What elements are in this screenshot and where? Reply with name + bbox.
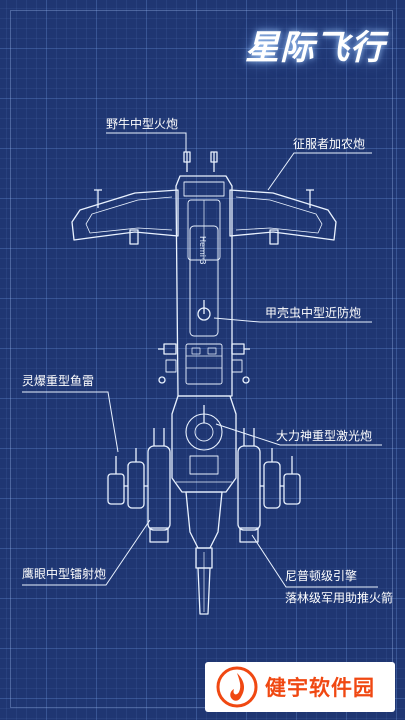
left-wing [71, 189, 179, 241]
blueprint-frame [10, 10, 393, 708]
lower-body [171, 395, 237, 493]
engine-pod-left [107, 428, 171, 543]
label-neptune-engine: 尼普顿级引擎 [285, 569, 358, 583]
flame-logo-icon [216, 666, 258, 708]
label-booster-rocket: 落林级军用助推火箭 [285, 591, 394, 605]
label-hercules-laser: 大力神重型激光炮 [276, 429, 373, 443]
right-wing [229, 189, 337, 241]
main-hull [175, 175, 233, 397]
label-hawkeye-laser: 鹰眼中型镭射炮 [22, 567, 107, 581]
engine-pod-right [237, 428, 301, 543]
label-conqueror-cannon: 征服者加农炮 [293, 137, 366, 151]
game-title: 星际飞行 [245, 28, 385, 68]
watermark-badge: 健宇软件园 [205, 662, 395, 712]
label-beetle-ciws: 甲壳虫中型近防炮 [265, 306, 362, 320]
hull-marking: Hemi·3 [198, 236, 207, 265]
watermark-text: 健宇软件园 [265, 676, 375, 700]
label-bison-cannon: 野牛中型火炮 [106, 117, 179, 131]
label-torpedo: 灵爆重型鱼雷 [22, 374, 95, 388]
